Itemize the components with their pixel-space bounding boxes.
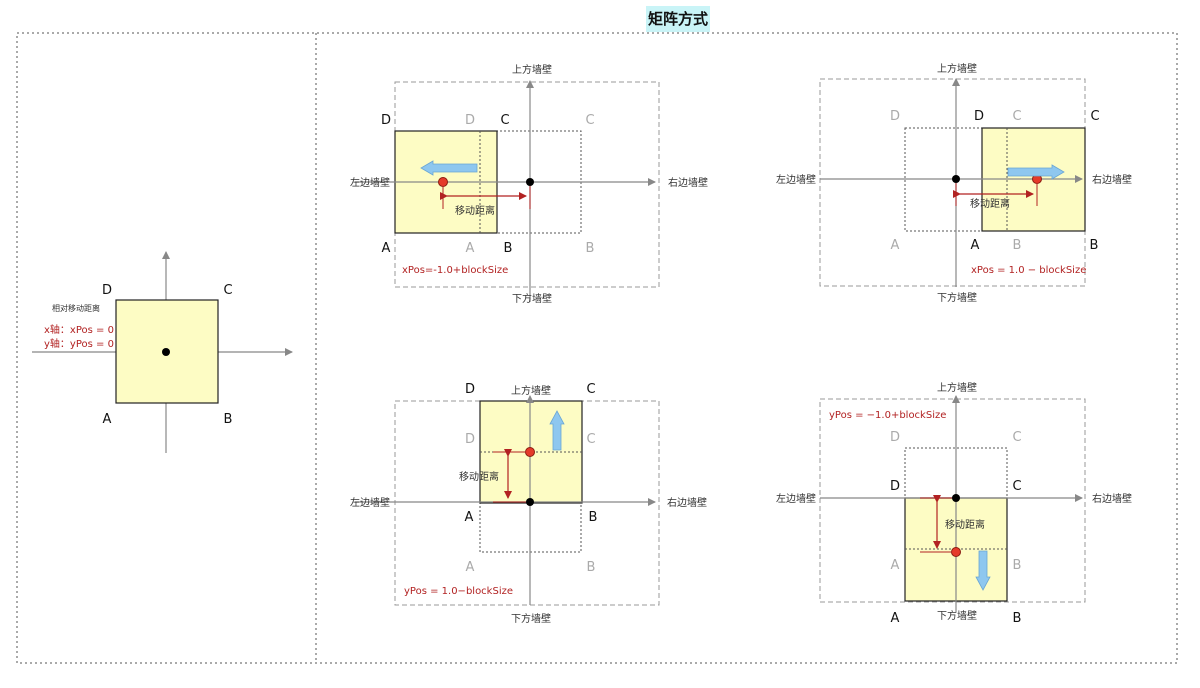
corner-d: D: [465, 382, 475, 397]
block: [115, 299, 219, 404]
ghost-corner-c: C: [1012, 109, 1021, 124]
wall-right-label: 右边墙壁: [668, 176, 708, 189]
origin-dot: [526, 178, 534, 186]
y-axis-value: y轴：yPos = 0: [44, 337, 114, 350]
origin-dot: [952, 494, 960, 502]
move-distance-label: 移动距离: [455, 204, 495, 217]
corner-b: B: [1013, 611, 1022, 626]
ghost-corner-d: D: [890, 109, 900, 124]
wall-bottom-label: 下方墙壁: [512, 292, 552, 305]
move-distance-label: 移动距离: [945, 518, 985, 531]
corner-a: A: [465, 510, 474, 525]
arrow-left-icon: [420, 160, 478, 176]
formula: xPos = 1.0 − blockSize: [971, 265, 1086, 276]
wall-top-label: 上方墙壁: [512, 63, 552, 76]
corner-c: C: [1012, 479, 1021, 494]
ghost-corner-d: D: [465, 432, 475, 447]
ghost-corner-d: D: [890, 430, 900, 445]
outer-frame: [16, 32, 1178, 664]
arrow-down-icon: [975, 550, 991, 591]
page-title: 矩阵方式: [646, 6, 710, 32]
move-distance-label: 移动距离: [459, 470, 499, 483]
corner-c: C: [586, 382, 595, 397]
relative-distance-label: 相对移动距离: [52, 303, 100, 313]
panel-right-move: 移动距离 上方墙壁 下方墙壁 左边墙壁 右边墙壁 D C A B D C A B…: [776, 62, 1132, 304]
arrow-up-icon: [549, 410, 565, 451]
x-axis-value: x轴：xPos = 0: [44, 323, 114, 336]
panel-down-move: 移动距离 上方墙壁 下方墙壁 左边墙壁 右边墙壁 D C A B D C A B…: [776, 381, 1132, 626]
ghost-corner-c: C: [585, 113, 594, 128]
wall-left-label: 左边墙壁: [350, 496, 390, 509]
corner-d: D: [974, 109, 984, 124]
ghost-corner-a: A: [891, 558, 900, 573]
wall-bottom-label: 下方墙壁: [937, 291, 977, 304]
wall-right-label: 右边墙壁: [667, 496, 707, 509]
corner-d: D: [890, 479, 900, 494]
move-distance-label: 移动距离: [970, 197, 1010, 210]
ghost-corner-c: C: [1012, 430, 1021, 445]
corner-a: A: [382, 241, 391, 256]
origin-dot: [526, 498, 534, 506]
wall-left-label: 左边墙壁: [350, 176, 390, 189]
corner-c: C: [1090, 109, 1099, 124]
origin-dot: [952, 175, 960, 183]
corner-b: B: [589, 510, 598, 525]
arrow-right-icon: [1007, 164, 1065, 180]
wall-right-label: 右边墙壁: [1092, 173, 1132, 186]
corner-a: A: [103, 412, 112, 427]
wall-top-label: 上方墙壁: [511, 384, 551, 397]
wall-left-label: 左边墙壁: [776, 492, 816, 505]
wall-top-label: 上方墙壁: [937, 62, 977, 75]
corner-b: B: [504, 241, 513, 256]
corner-d: D: [381, 113, 391, 128]
ghost-corner-a: A: [466, 560, 475, 575]
formula: xPos=-1.0+blockSize: [402, 265, 508, 276]
corner-d: D: [102, 283, 112, 298]
ghost-corner-b: B: [1013, 558, 1022, 573]
ghost-corner-a: A: [466, 241, 475, 256]
ghost-corner-a: A: [891, 238, 900, 253]
wall-bottom-label: 下方墙壁: [937, 609, 977, 622]
center-dot: [525, 447, 535, 457]
ghost-corner-b: B: [1013, 238, 1022, 253]
formula: yPos = 1.0−blockSize: [404, 586, 513, 597]
corner-a: A: [891, 611, 900, 626]
wall-top-label: 上方墙壁: [937, 381, 977, 394]
formula: yPos = −1.0+blockSize: [829, 410, 946, 421]
ghost-corner-d: D: [465, 113, 475, 128]
corner-c: C: [500, 113, 509, 128]
origin-dot: [162, 348, 170, 356]
corner-a: A: [971, 238, 980, 253]
panel-initial: D C A B 相对移动距离 x轴：xPos = 0 y轴：yPos = 0: [32, 251, 293, 453]
panel-left-move: 移动距离 上方墙壁 下方墙壁 左边墙壁 右边墙壁 D C A B D C A B…: [350, 63, 708, 305]
corner-b: B: [224, 412, 233, 427]
center-dot: [438, 177, 448, 187]
corner-b: B: [1090, 238, 1099, 253]
corner-c: C: [223, 283, 232, 298]
wall-left-label: 左边墙壁: [776, 173, 816, 186]
ghost-corner-b: B: [587, 560, 596, 575]
wall-bottom-label: 下方墙壁: [511, 612, 551, 625]
center-dot: [951, 547, 961, 557]
panel-up-move: 移动距离 上方墙壁 下方墙壁 左边墙壁 右边墙壁 D C A B D C A B…: [350, 382, 707, 625]
ghost-corner-c: C: [586, 432, 595, 447]
ghost-corner-b: B: [586, 241, 595, 256]
wall-right-label: 右边墙壁: [1092, 492, 1132, 505]
